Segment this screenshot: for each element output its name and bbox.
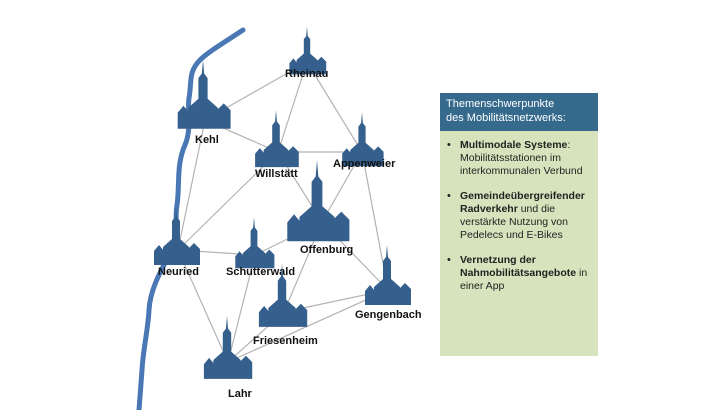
church-town-icon [154,205,200,265]
connection-line-lahr-gengenbach [227,289,389,363]
town-markers: RheinauKehlAppenweierWillstättOffenburgN… [154,26,422,400]
box-title-line2: des Mobilitätsnetzwerks: [446,112,566,124]
topic-item: Gemeindeübergreifender Radverkehr und di… [446,190,592,242]
town-label-schutterwald: Schutterwald [226,266,295,278]
box-title: Themenschwerpunkte des Mobilitätsnetzwer… [440,93,598,131]
box-title-line1: Themenschwerpunkte [446,98,555,110]
topic-title: Gemeindeübergreifender Radverkehr [460,190,585,215]
topic-text: in einer App [460,267,588,292]
rhine-river [136,27,246,410]
town-neuried: Neuried [154,205,200,278]
town-lahr: Lahr [203,315,253,400]
town-schutterwald: Schutterwald [226,217,295,278]
town-label-appenweier: Appenweier [333,158,396,170]
church-town-icon [365,245,411,305]
connection-line-rheinau-willstaett [277,61,308,153]
town-label-lahr: Lahr [228,388,253,400]
town-appenweier: Appenweier [333,112,396,170]
connection-line-kehl-neuried [177,119,206,251]
town-label-neuried: Neuried [158,266,199,278]
connection-line-willstaett-neuried [177,151,279,251]
town-willstaett: Willstätt [255,110,299,180]
town-label-gengenbach: Gengenbach [355,309,422,321]
town-label-willstaett: Willstätt [255,168,298,180]
mobility-network-map: RheinauKehlAppenweierWillstättOffenburgN… [136,26,422,410]
focus-topics-box: Themenschwerpunkte des Mobilitätsnetzwer… [440,93,598,356]
church-town-icon [203,315,253,379]
topic-text: : Mobilitätsstationen im interkommunalen… [460,139,583,177]
topic-text: und die verstärkte Nutzung von Pedelecs … [460,203,568,241]
town-friesenheim: Friesenheim [253,263,318,347]
town-kehl: Kehl [177,59,231,146]
church-town-icon [289,26,327,75]
church-town-icon [342,112,384,167]
topic-title: Multimodale Systeme [460,139,568,151]
church-town-icon [235,217,275,269]
connection-line-rheinau-appenweier [306,61,363,153]
topic-item: Multimodale Systeme: Mobilitätsstationen… [446,139,592,178]
town-label-kehl: Kehl [195,134,219,146]
town-label-rheinau: Rheinau [285,68,328,80]
town-label-friesenheim: Friesenheim [253,335,318,347]
connection-line-neuried-lahr [177,249,229,363]
town-rheinau: Rheinau [285,26,328,80]
topic-title: Vernetzung der Nahmobilitätsangebote [460,254,577,279]
connection-line-schutterwald-lahr [227,254,256,363]
town-offenburg: Offenburg [287,160,353,256]
church-town-icon [287,160,350,242]
town-label-offenburg: Offenburg [300,244,353,256]
church-town-icon [255,110,299,168]
church-town-icon [177,59,231,129]
town-gengenbach: Gengenbach [355,245,422,321]
church-town-icon [258,263,308,327]
topic-list: Multimodale Systeme: Mobilitätsstationen… [440,131,598,293]
topic-item: Vernetzung der Nahmobilitätsangebote in … [446,254,592,293]
